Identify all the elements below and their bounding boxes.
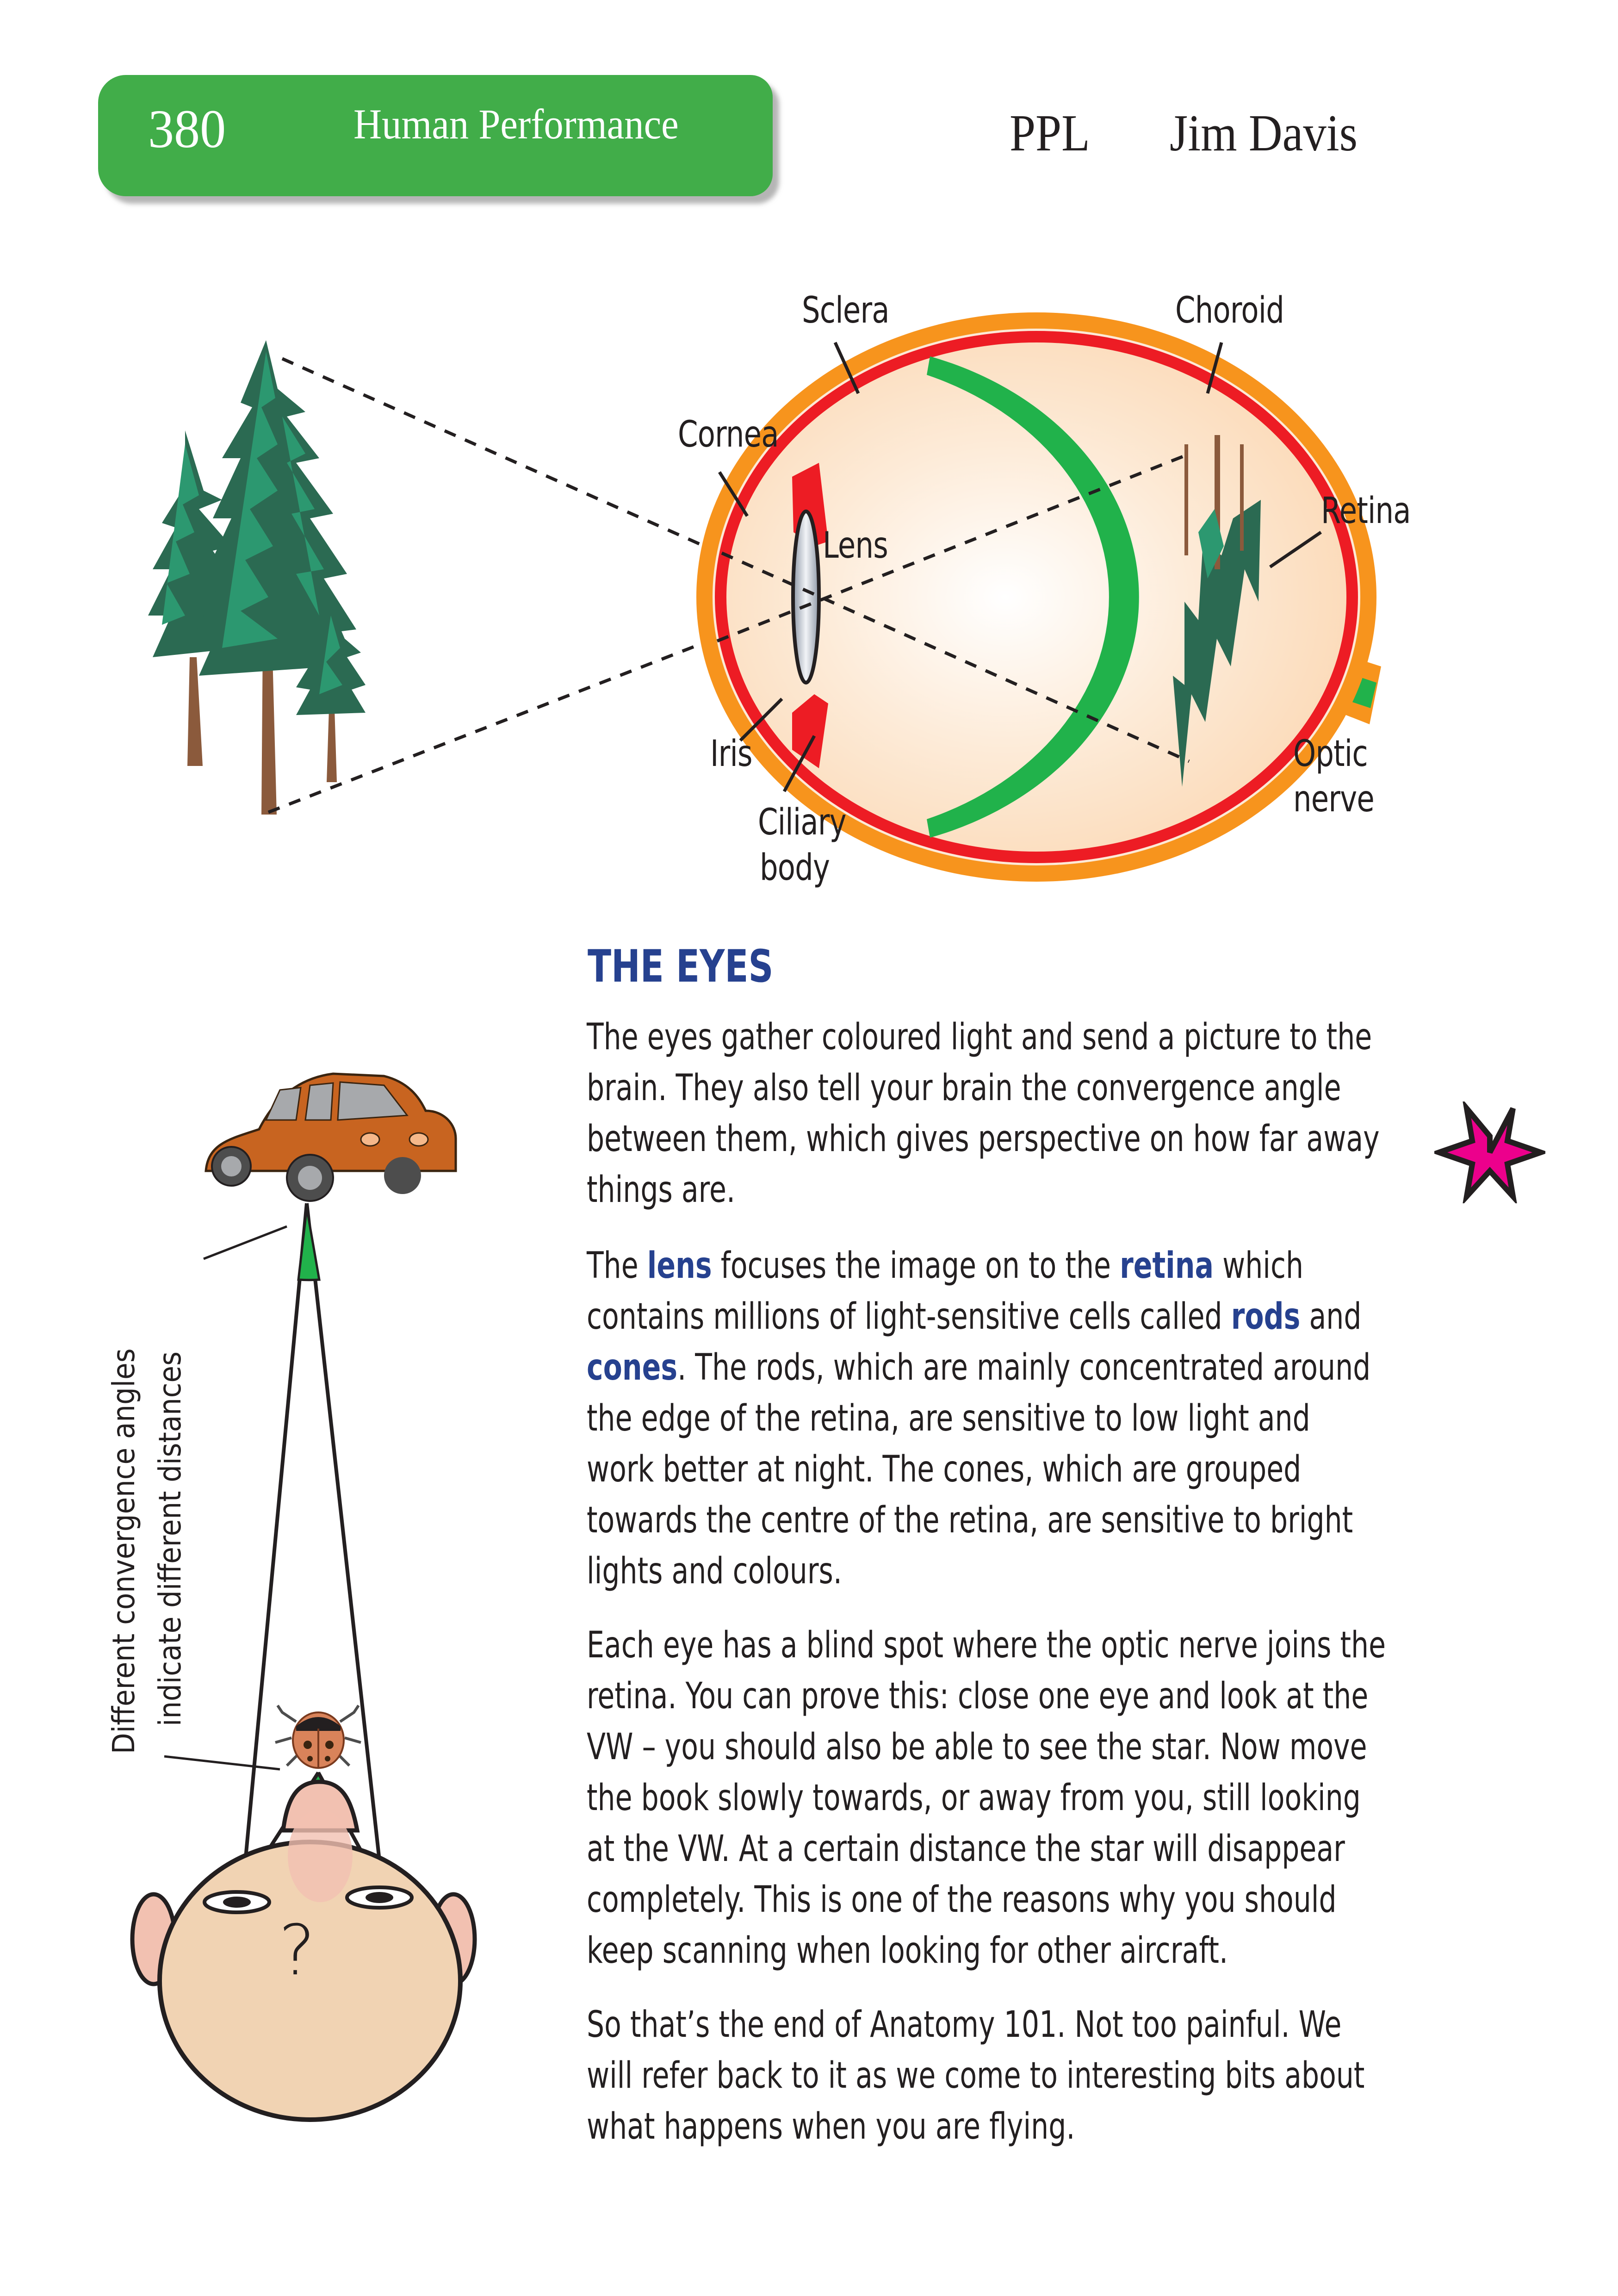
p1-line: things are. — [587, 1169, 736, 1211]
convergence-caption-line2: indicate different distances — [152, 1351, 188, 1726]
p2-line: towards the centre of the retina, are se… — [587, 1500, 1353, 1541]
label-choroid: Choroid — [1175, 290, 1284, 331]
text: focuses the image on to the — [712, 1245, 1120, 1287]
label-retina: Retina — [1321, 490, 1411, 532]
p3-line: the book slowly towards, or away from yo… — [587, 1777, 1361, 1819]
paragraph-2: The lens focuses the image on to the ret… — [587, 1240, 1385, 1597]
label-ciliary-2: body — [760, 847, 830, 889]
p3-line: at the VW. At a certain distance the sta… — [587, 1828, 1345, 1870]
text: and — [1300, 1296, 1362, 1338]
p2-line-2: contains millions of light-sensitive cel… — [587, 1291, 1385, 1342]
leader-lines — [718, 342, 1322, 792]
p2-line-1: The lens focuses the image on to the ret… — [587, 1240, 1385, 1291]
text: contains millions of light-sensitive cel… — [587, 1296, 1231, 1338]
paragraph-1: The eyes gather coloured light and send … — [587, 1012, 1385, 1215]
label-cornea: Cornea — [678, 414, 779, 455]
head-question-mark: ? — [279, 1910, 316, 1991]
p4-line: So that’s the end of Anatomy 101. Not to… — [587, 2004, 1342, 2046]
page-number: 380 — [148, 99, 226, 159]
convergence-diagram — [130, 1072, 477, 2122]
keyword-rods: rods — [1231, 1296, 1301, 1338]
p1-line: The eyes gather coloured light and send … — [587, 1016, 1372, 1058]
vw-car-icon — [205, 1072, 457, 1202]
keyword-lens: lens — [647, 1245, 712, 1287]
label-ciliary-1: Ciliary — [758, 802, 847, 843]
sight-lines-far — [240, 1203, 386, 1903]
p3-line: retina. You can prove this: close one ey… — [587, 1675, 1369, 1717]
text: The — [587, 1245, 647, 1287]
section-tab: 380 Human Performance — [98, 75, 773, 196]
label-optic-2: nerve — [1293, 778, 1375, 820]
retina-image-tree-icon — [1173, 435, 1261, 787]
p3-line: Each eye has a blind spot where the opti… — [587, 1624, 1386, 1666]
p3-line: completely. This is one of the reasons w… — [587, 1879, 1337, 1921]
far-angle-wedge — [297, 1207, 321, 1282]
ciliary-body-bottom — [792, 694, 828, 768]
paragraph-4: So that’s the end of Anatomy 101. Not to… — [587, 1999, 1385, 2152]
paragraph-3: Each eye has a blind spot where the opti… — [587, 1620, 1386, 1976]
p1-line: between them, which gives perspective on… — [587, 1118, 1380, 1160]
ladybug-icon — [275, 1705, 361, 1769]
p4-line: will refer back to it as we come to inte… — [587, 2055, 1365, 2097]
p1-line: brain. They also tell your brain the con… — [587, 1067, 1341, 1109]
article-heading: THE EYES — [588, 940, 774, 992]
section-title: Human Performance — [353, 100, 679, 148]
p2-line-3: cones. The rods, which are mainly concen… — [587, 1342, 1385, 1393]
keyword-cones: cones — [587, 1347, 678, 1388]
label-lens: Lens — [823, 525, 888, 566]
p2-line: the edge of the retina, are sensitive to… — [587, 1398, 1310, 1439]
p2-line: lights and colours. — [587, 1550, 842, 1592]
convergence-caption-line1: Different convergence angles — [106, 1348, 142, 1754]
p3-line: keep scanning when looking for other air… — [587, 1930, 1228, 1972]
label-optic-1: Optic — [1293, 733, 1368, 775]
caption-leaders — [164, 1225, 287, 1771]
p4-line: what happens when you are flying. — [587, 2106, 1075, 2147]
label-sclera: Sclera — [802, 290, 890, 331]
keyword-retina: retina — [1120, 1245, 1214, 1287]
p3-line: VW – you should also be able to see the … — [587, 1726, 1367, 1768]
head-top-view — [130, 1780, 477, 2122]
tree-icon — [148, 340, 366, 815]
eye-diagram — [148, 312, 1381, 882]
text: . The rods, which are mainly concentrate… — [677, 1347, 1371, 1388]
book-code: PPL — [1010, 105, 1090, 162]
text: which — [1214, 1245, 1304, 1287]
lens — [791, 510, 821, 684]
label-iris: Iris — [710, 733, 753, 775]
retina — [927, 356, 1139, 838]
star-icon — [1434, 1101, 1545, 1203]
author-name: Jim Davis — [1170, 105, 1358, 162]
p2-line: work better at night. The cones, which a… — [587, 1449, 1302, 1490]
